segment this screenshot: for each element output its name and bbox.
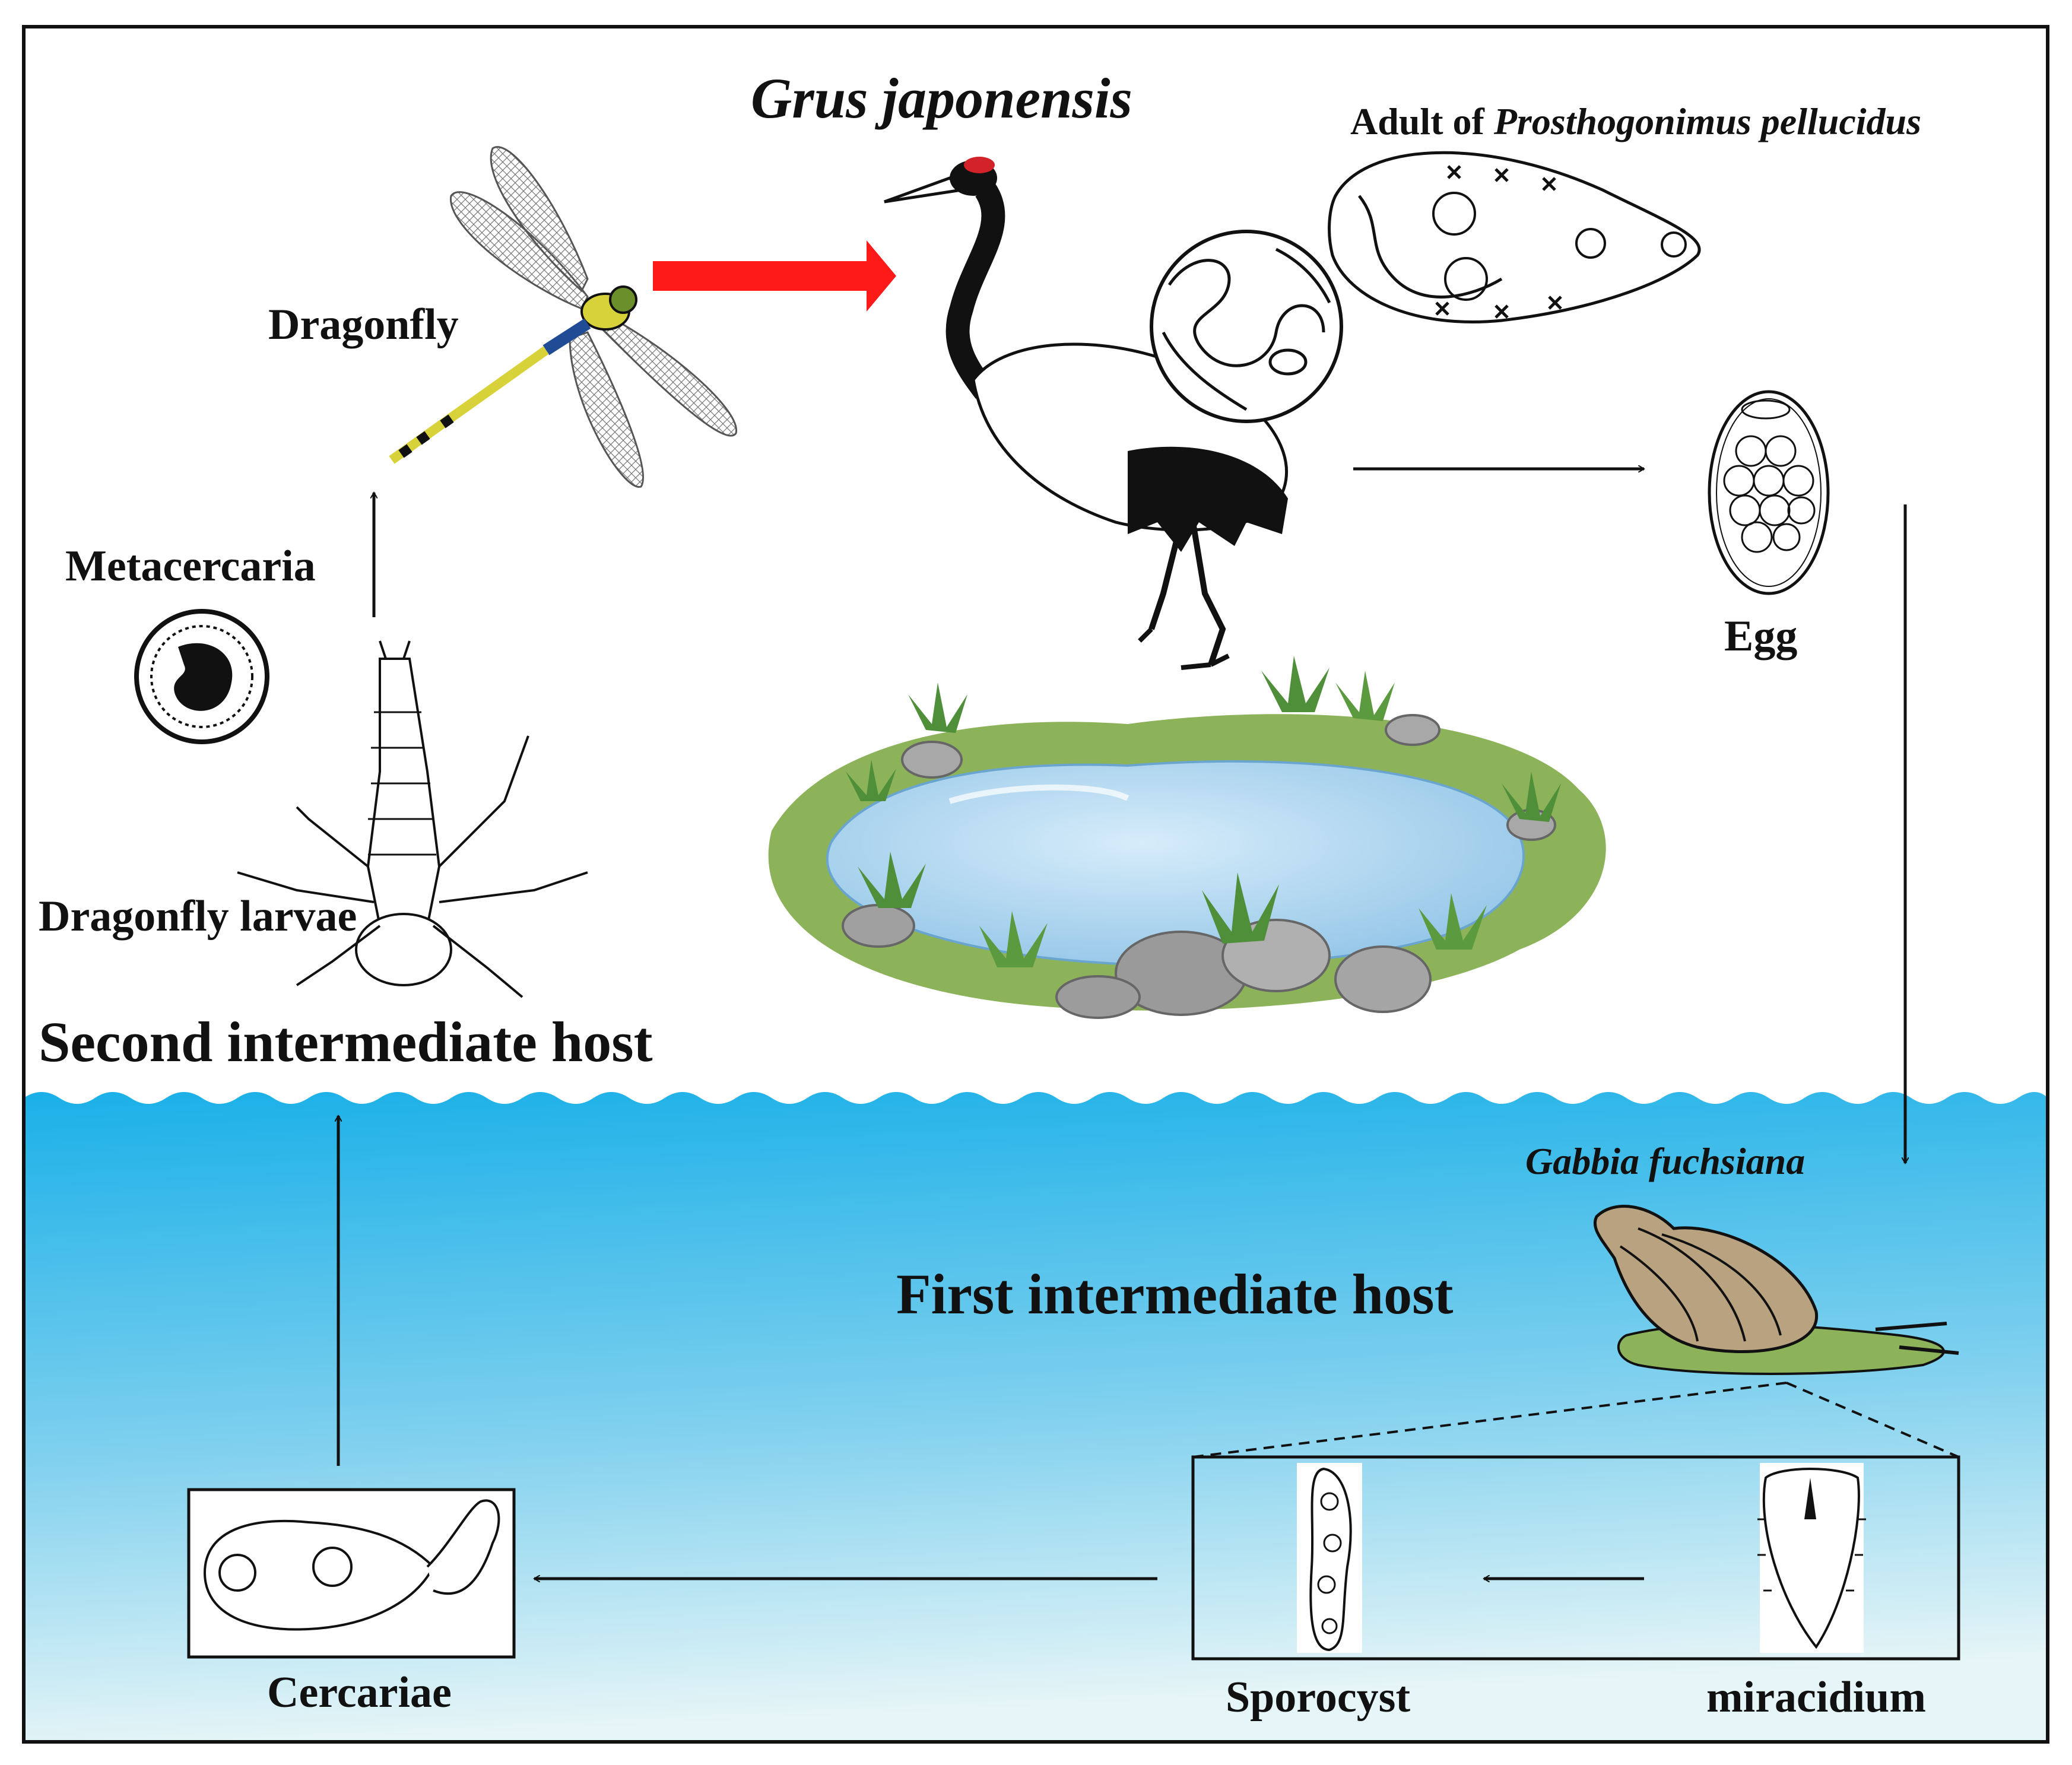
snail-inset (1191, 1382, 1960, 1661)
adult-fluke-illustration (1328, 151, 1701, 323)
crane-label: Grus japonensis (751, 66, 1132, 130)
snail-label: Gabbia fuchsiana (1525, 1140, 1806, 1182)
egg-illustration (1708, 390, 1830, 595)
first-host-label: First intermediate host (896, 1262, 1454, 1326)
adult-species: Prosthogonimus pellucidus (1493, 100, 1921, 142)
miracidium-label: miracidium (1706, 1673, 1926, 1722)
metacercaria-label: Metacercaria (65, 542, 316, 591)
dragonfly-illustration (389, 146, 737, 488)
metacercaria-illustration (134, 609, 269, 744)
crane-illustration (884, 157, 1343, 670)
egg-label: Egg (1724, 612, 1798, 661)
adult-fluke-label: Adult of Prosthogonimus pellucidus (1350, 100, 1921, 144)
snail-illustration (1593, 1205, 1959, 1375)
adult-prefix: Adult of (1350, 100, 1494, 142)
cercariae-label: Cercariae (267, 1668, 452, 1717)
dragonfly-label: Dragonfly (268, 300, 459, 349)
outer-frame (22, 25, 2049, 1744)
dragonfly-larva-illustration (237, 640, 588, 998)
sporocyst-label: Sporocyst (1226, 1673, 1411, 1722)
second-host-label: Second intermediate host (39, 1010, 653, 1074)
dragonfly-larvae-label: Dragonfly larvae (39, 892, 357, 941)
transmission-arrow (653, 240, 896, 312)
pond-illustration (768, 656, 1606, 1019)
cercaria-inset (187, 1488, 516, 1659)
